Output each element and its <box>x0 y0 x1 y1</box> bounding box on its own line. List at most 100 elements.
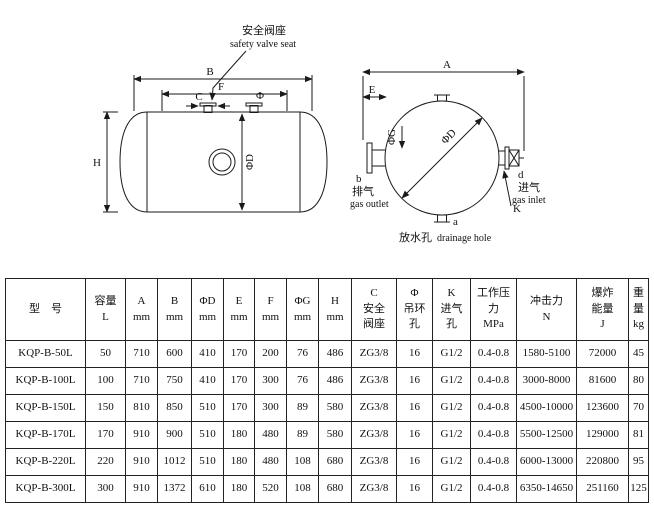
end-view: a A E ΦG ΦD <box>350 59 546 244</box>
inlet-letter-label: d <box>518 169 524 181</box>
dim-a-label: A <box>443 59 451 71</box>
table-cell: 76 <box>286 340 319 368</box>
table-cell: 0.4-0.8 <box>470 421 517 449</box>
table-cell: 680 <box>318 448 352 476</box>
dim-h-label: H <box>93 157 101 169</box>
table-cell: G1/2 <box>432 340 471 368</box>
table-cell: G1/2 <box>432 367 471 395</box>
gas-inlet-fitting <box>499 146 524 170</box>
table-cell: 910 <box>125 421 158 449</box>
table-cell: 81 <box>628 421 649 449</box>
lifting-hole-fitting <box>245 102 263 113</box>
table-cell: 680 <box>318 475 352 503</box>
table-cell: 150 <box>85 394 126 422</box>
inlet-valve-cross-2 <box>508 149 520 167</box>
flange-plate <box>366 142 373 174</box>
table-cell: 410 <box>191 367 224 395</box>
table-cell: KQP-B-170L <box>5 421 86 449</box>
table-cell: 170 <box>85 421 126 449</box>
table-cell: 510 <box>191 421 224 449</box>
table-cell: ZG3/8 <box>351 475 397 503</box>
table-cell: 0.4-0.8 <box>470 394 517 422</box>
table-cell: 410 <box>191 340 224 368</box>
table-cell: 16 <box>396 367 433 395</box>
tank-outline <box>119 111 328 213</box>
outlet-label-en: gas outlet <box>350 199 389 210</box>
safety-valve-seat-fitting <box>199 102 217 113</box>
table-cell: 108 <box>286 475 319 503</box>
table-cell: 300 <box>254 394 287 422</box>
table-cell: ZG3/8 <box>351 394 397 422</box>
table-cell: 486 <box>318 367 352 395</box>
table-cell: 300 <box>254 367 287 395</box>
fitting-neck <box>249 105 259 113</box>
table-cell: 123600 <box>576 394 629 422</box>
table-cell: 251160 <box>576 475 629 503</box>
table-cell: 480 <box>254 421 287 449</box>
table-cell: 750 <box>157 367 192 395</box>
table-cell: 16 <box>396 448 433 476</box>
table-cell: 710 <box>125 340 158 368</box>
table-cell: 125 <box>628 475 649 503</box>
table-cell: 300 <box>85 475 126 503</box>
table-cell: 0.4-0.8 <box>470 340 517 368</box>
table-cell: 810 <box>125 394 158 422</box>
table-cell: 89 <box>286 394 319 422</box>
column-header: 型 号 <box>5 278 86 341</box>
table-cell: 72000 <box>576 340 629 368</box>
table-cell: KQP-B-150L <box>5 394 86 422</box>
table-cell: G1/2 <box>432 448 471 476</box>
table-cell: 170 <box>223 367 255 395</box>
table-cell: 16 <box>396 340 433 368</box>
dim-k-leader-line <box>502 170 512 207</box>
table-cell: 45 <box>628 340 649 368</box>
page: 安全阀座 safety valve seat B <box>5 23 649 503</box>
table-cell: 0.4-0.8 <box>470 448 517 476</box>
table-cell: G1/2 <box>432 475 471 503</box>
table-cell: 1580-5100 <box>516 340 577 368</box>
dim-phig-label: ΦG <box>386 129 398 145</box>
table-cell: 70 <box>628 394 649 422</box>
technical-drawing: 安全阀座 safety valve seat B <box>93 23 546 244</box>
table-cell: 16 <box>396 475 433 503</box>
table-cell: 580 <box>318 394 352 422</box>
table-cell: 0.4-0.8 <box>470 475 517 503</box>
table-cell: 89 <box>286 421 319 449</box>
inlet-label-en: gas inlet <box>512 195 546 206</box>
drain-letter-label: a <box>453 216 458 228</box>
table-cell: 510 <box>191 448 224 476</box>
drain-label-zh: 放水孔 <box>399 230 432 244</box>
table-cell: 480 <box>254 448 287 476</box>
table-cell: 180 <box>223 448 255 476</box>
table-cell: 520 <box>254 475 287 503</box>
table-cell: 16 <box>396 421 433 449</box>
outlet-letter-label: b <box>356 173 362 185</box>
table-cell: KQP-B-300L <box>5 475 86 503</box>
table-cell: 180 <box>223 475 255 503</box>
table-cell: 16 <box>396 394 433 422</box>
table-cell: ZG3/8 <box>351 340 397 368</box>
inlet-flange-plate <box>504 146 510 170</box>
table-cell: 0.4-0.8 <box>470 367 517 395</box>
safety-valve-callout-en: safety valve seat <box>230 39 296 50</box>
table-cell: 5500-12500 <box>516 421 577 449</box>
dim-phi-label: Φ <box>256 90 264 102</box>
table-cell: 95 <box>628 448 649 476</box>
